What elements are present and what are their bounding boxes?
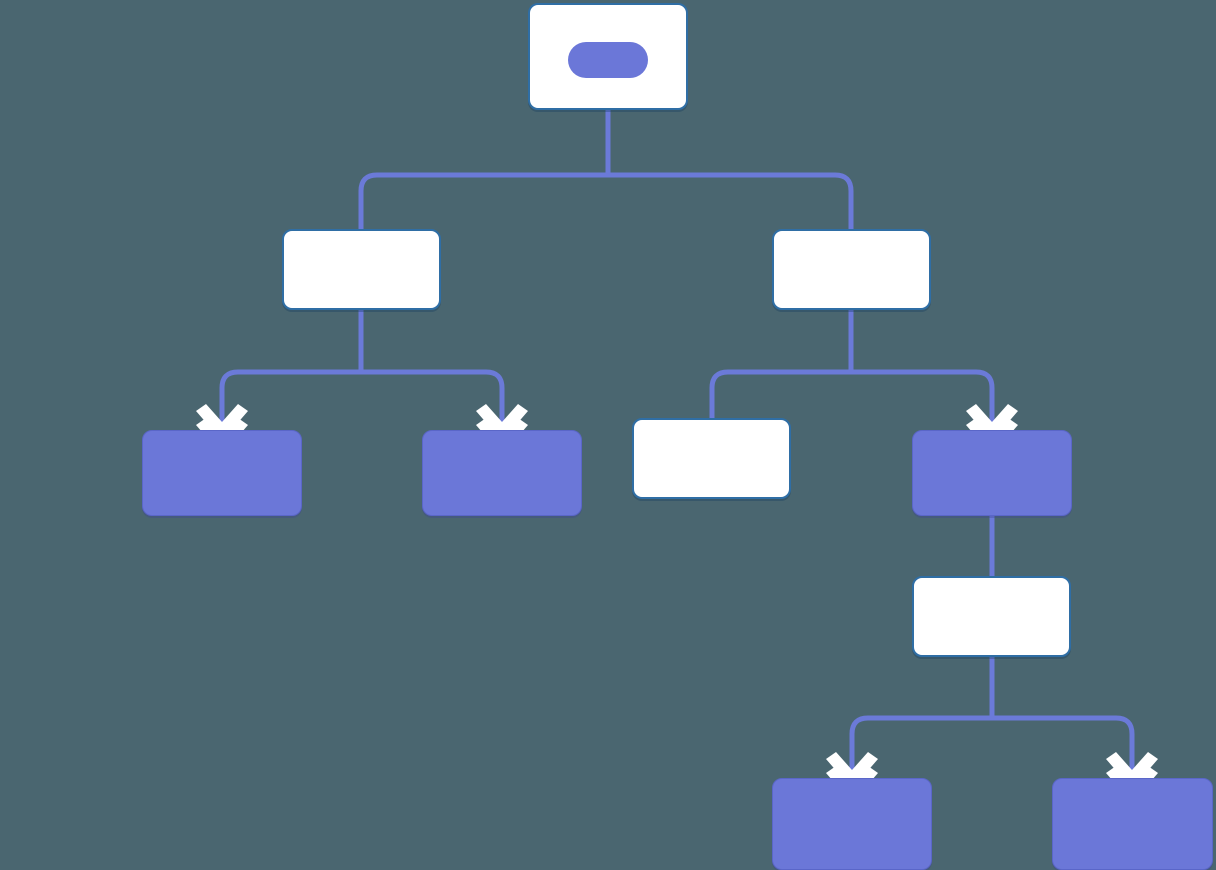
tree-node-l2-a[interactable] xyxy=(142,430,302,516)
tree-node-l3[interactable] xyxy=(912,576,1071,657)
tree-node-l4-right[interactable] xyxy=(1052,778,1213,870)
tree-node-l1-right[interactable] xyxy=(772,229,931,310)
tree-node-l2-b[interactable] xyxy=(422,430,582,516)
tree-node-l1-left[interactable] xyxy=(282,229,441,310)
tree-node-l4-left[interactable] xyxy=(772,778,932,870)
tree-node-root[interactable] xyxy=(528,3,688,110)
tree-node-l2-d[interactable] xyxy=(912,430,1072,516)
tree-node-l2-c[interactable] xyxy=(632,418,791,499)
tree-node-root-pill xyxy=(568,42,648,78)
